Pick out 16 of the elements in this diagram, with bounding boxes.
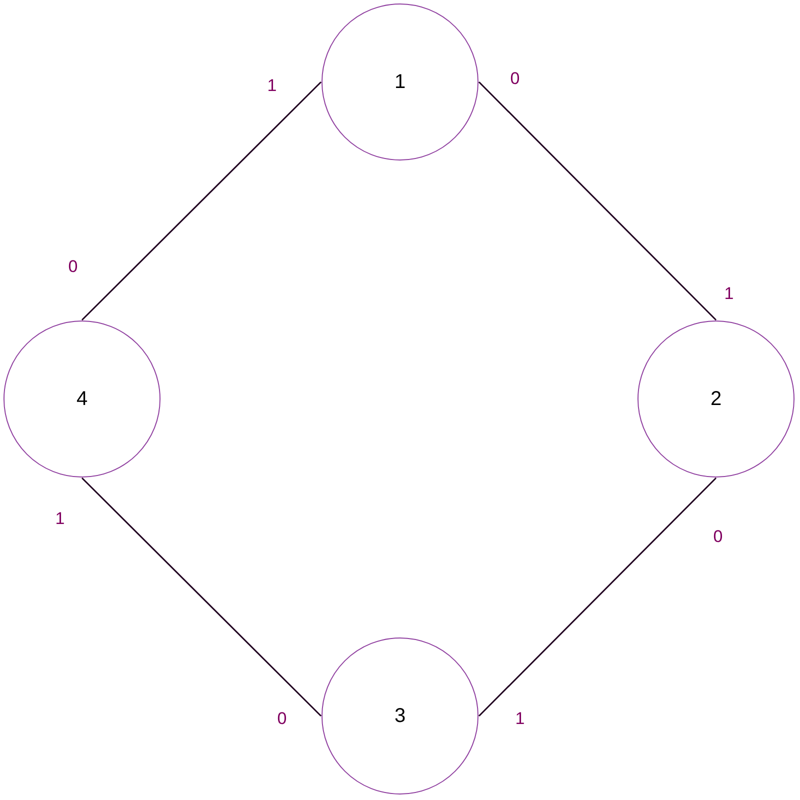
bit-label: 1 xyxy=(723,284,735,304)
transition-line xyxy=(81,477,322,717)
transition-line xyxy=(478,477,717,717)
state-label: 1 xyxy=(394,70,406,94)
transition-line xyxy=(478,81,717,321)
bit-label: 0 xyxy=(712,527,724,547)
bit-label: 0 xyxy=(509,69,521,89)
state-label: 4 xyxy=(76,388,88,410)
bit-label: 1 xyxy=(266,76,278,96)
bit-label: 0 xyxy=(276,709,288,729)
bit-label: 1 xyxy=(514,709,526,729)
state-label: 2 xyxy=(710,388,722,410)
bit-label: 0 xyxy=(67,257,79,277)
state-label: 3 xyxy=(394,704,406,728)
transition-line xyxy=(81,81,322,321)
bit-label: 1 xyxy=(54,509,66,529)
